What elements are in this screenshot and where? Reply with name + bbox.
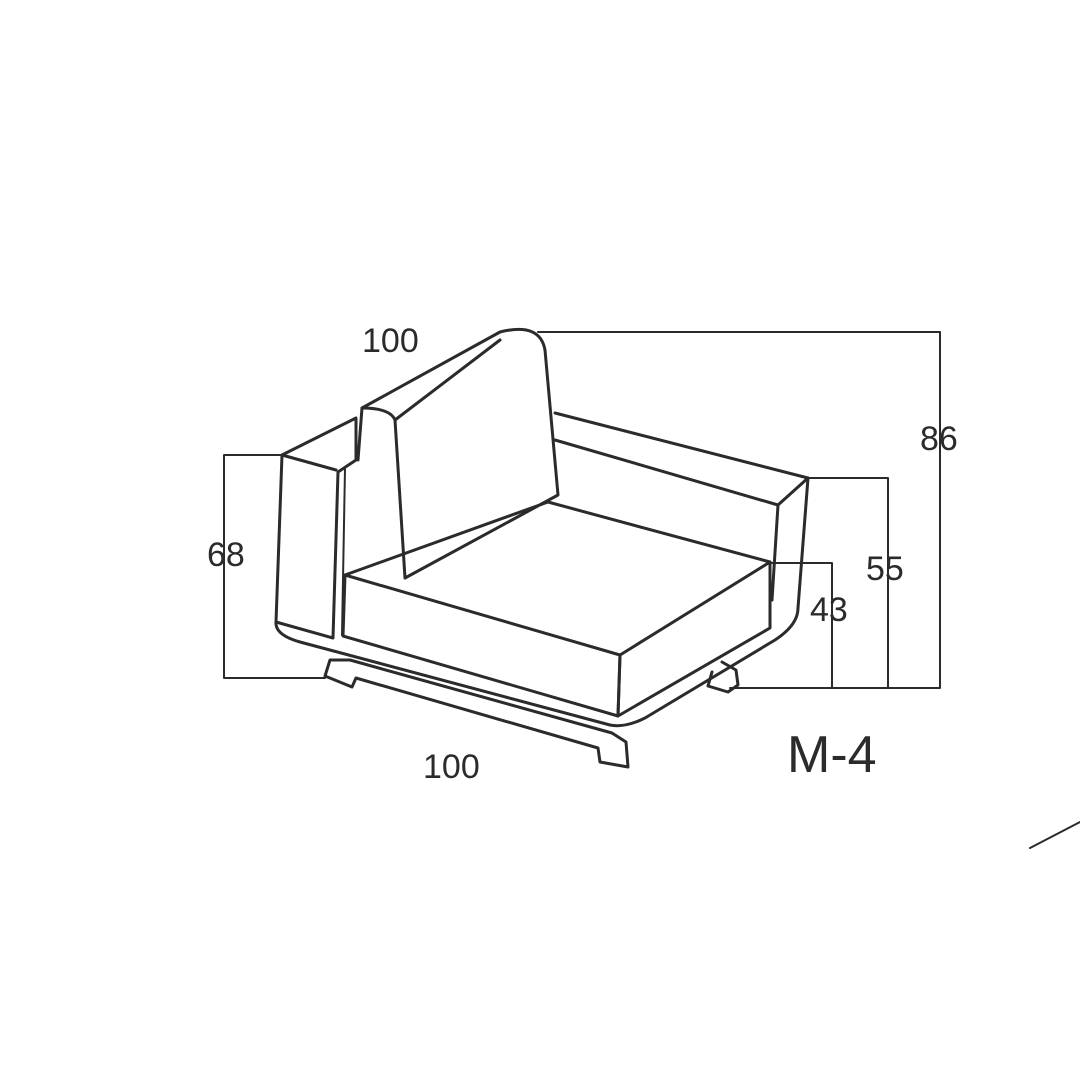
armchair-outline (274, 327, 810, 769)
overall-height-dimension-line (537, 331, 941, 689)
right-armrest-top (553, 411, 810, 507)
seat-cushion-right (616, 560, 772, 718)
back-width-label: 100 (362, 322, 419, 360)
right-armrest-outer (796, 476, 810, 610)
seat-height-label: 43 (810, 591, 848, 629)
side-height-dimension-line (807, 477, 889, 689)
backrest-side (393, 338, 502, 422)
dimension-labels: 100 100 86 68 55 43 (207, 322, 958, 786)
front-width-label: 100 (423, 748, 480, 786)
sofa-base (274, 606, 800, 728)
arm-height-label: 68 (207, 536, 245, 574)
right-armrest-front (770, 503, 780, 602)
model-label: M-4 (787, 726, 877, 784)
backrest-cushion (360, 327, 560, 580)
dimension-lines (223, 331, 941, 689)
seat-height-dimension-line (769, 562, 833, 689)
backrest-front-edge (356, 406, 364, 462)
left-armrest-inner (280, 453, 338, 472)
overall-height-label: 86 (920, 420, 958, 458)
arm-height-dimension-line (223, 454, 326, 679)
side-height-label: 55 (866, 550, 904, 588)
partial-edge-stroke (1029, 821, 1080, 849)
seat-cushion-top (343, 500, 772, 657)
seat-cushion-front (341, 573, 622, 718)
front-runner-leg (323, 658, 630, 769)
